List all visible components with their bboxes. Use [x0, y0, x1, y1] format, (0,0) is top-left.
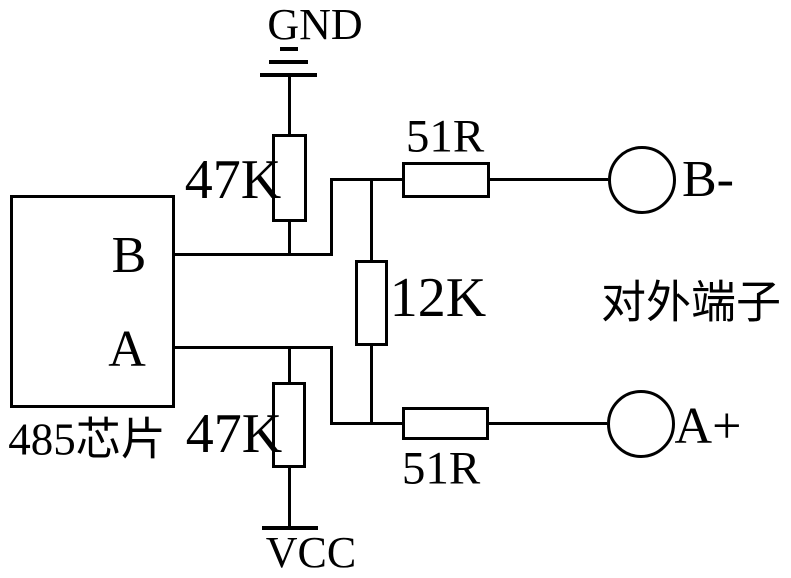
resistor-51r-b-label: 51R: [405, 110, 485, 163]
resistor-47k-gnd: [272, 134, 307, 222]
wire-a-bottom-horizontal: [330, 422, 404, 425]
ground-bar-small-icon: [280, 47, 298, 51]
resistor-51r-b: [402, 162, 490, 198]
resistor-12k-label: 12K: [389, 267, 487, 329]
vcc-bar-icon: [262, 526, 318, 530]
chip-box: [10, 195, 175, 408]
wire-b-to-terminal: [490, 178, 608, 181]
wire-b-top-horizontal: [330, 178, 404, 181]
resistor-47k-gnd-label: 47K: [184, 149, 282, 211]
wire-a-riser: [330, 346, 333, 425]
wire-12k-bottom-stem: [370, 345, 373, 425]
wire-gnd-stem: [288, 75, 291, 135]
wire-12k-top-stem: [370, 178, 373, 260]
wire-b-riser: [330, 178, 333, 256]
chip-name-label: 485芯片: [8, 414, 166, 465]
resistor-51r-a: [402, 407, 489, 440]
wire-a-to-terminal: [489, 422, 607, 425]
resistor-12k: [355, 260, 388, 346]
resistor-47k-vcc-label: 47K: [185, 403, 283, 465]
wire-pin-b-horizontal: [175, 253, 333, 256]
resistor-47k-vcc: [272, 382, 306, 468]
chip-pin-b-label: B: [111, 227, 147, 284]
wire-pin-a-horizontal: [175, 346, 332, 349]
terminal-b-circle: [608, 146, 676, 214]
wire-vcc-stem: [288, 468, 291, 528]
resistor-51r-a-label: 51R: [401, 442, 481, 495]
terminal-a-circle: [607, 390, 675, 458]
chip-pin-a-label: A: [108, 321, 146, 378]
ground-bar-middle-icon: [269, 60, 308, 64]
terminal-b-label: B-: [682, 151, 734, 208]
gnd-label: GND: [267, 0, 363, 49]
wire-47k-gnd-to-b-line: [288, 222, 291, 256]
wire-a-line-to-47k-vcc: [288, 346, 291, 382]
vcc-label: VCC: [265, 528, 357, 577]
terminal-a-label: A+: [674, 398, 742, 455]
terminals-group-label: 对外端子: [600, 277, 782, 328]
